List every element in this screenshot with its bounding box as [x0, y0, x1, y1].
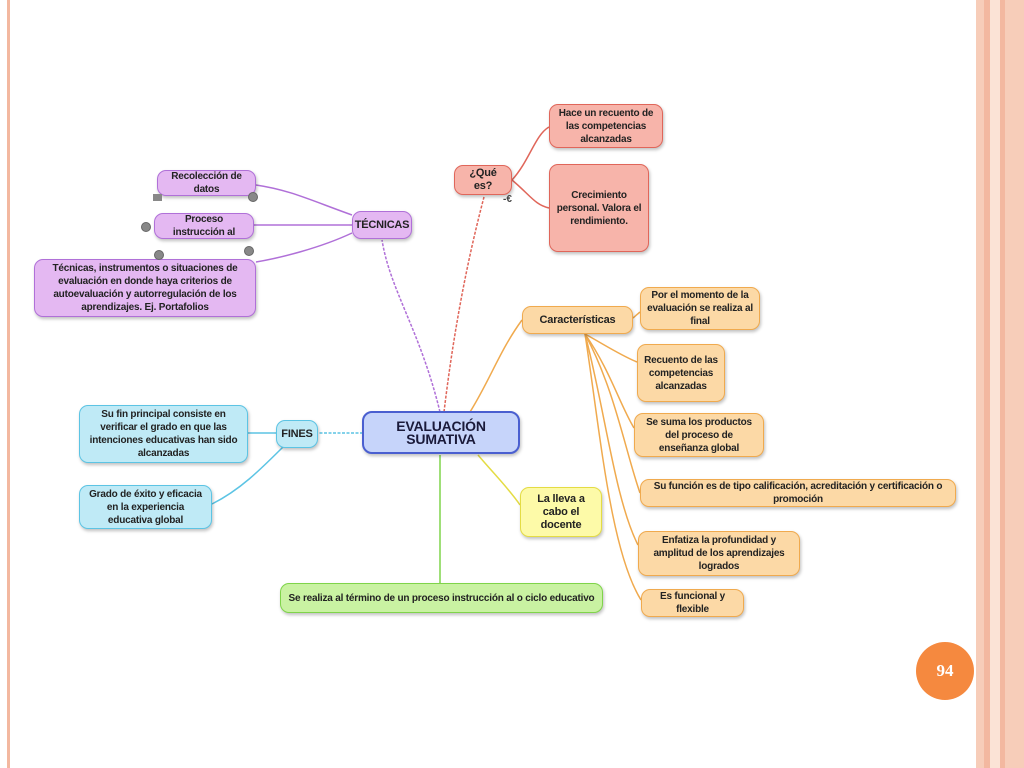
link-car-momento — [632, 311, 641, 319]
caracteristicas-item-recuento[interactable]: Recuento de las competencias alcanzadas — [637, 344, 725, 402]
bookmark-badge-icon[interactable] — [244, 246, 254, 256]
link-tecnicas-recoleccion — [255, 184, 353, 216]
fines-node[interactable]: FINES — [276, 420, 318, 448]
link-fines-grado — [211, 444, 286, 505]
que-es-label: ¿Qué es? — [469, 167, 497, 192]
caracteristicas-node[interactable]: Características — [522, 306, 633, 334]
tecnicas-item-label: Proceso instrucción al — [172, 214, 236, 238]
fines-item-grado[interactable]: Grado de éxito y eficacia en la experien… — [79, 485, 212, 529]
link-car-suma — [584, 333, 635, 429]
link-car-recuento — [584, 333, 638, 363]
tecnicas-item-recoleccion[interactable]: Recolección de datos — [157, 170, 256, 196]
link-central-tecnicas — [381, 239, 441, 413]
tecnicas-item-proceso[interactable]: Proceso instrucción al — [154, 213, 254, 239]
tecnicas-item-label: Técnicas, instrumentos o situaciones de … — [52, 263, 238, 313]
link-tecnicas-tecnicas-desc — [255, 232, 353, 263]
caracteristicas-item-label: Por el momento de la evaluación se reali… — [647, 290, 753, 327]
link-car-enfatiza — [584, 333, 639, 546]
que-es-item-crecimiento[interactable]: Crecimiento personal. Valora el rendimie… — [549, 164, 649, 252]
attachment-badge-icon[interactable] — [248, 192, 258, 202]
caracteristicas-label: Características — [539, 313, 616, 326]
caracteristicas-item-label: Es funcional y flexible — [660, 591, 725, 615]
caracteristicas-item-funcion[interactable]: Su función es de tipo calificación, acre… — [640, 479, 956, 507]
collapse-minus-icon[interactable] — [153, 194, 162, 201]
que-es-item-label: Crecimiento personal. Valora el rendimie… — [556, 189, 642, 227]
link-badge-icon[interactable] — [154, 250, 164, 260]
fines-item-label: Grado de éxito y eficacia en la experien… — [89, 488, 202, 526]
que-es-node[interactable]: ¿Qué es? — [454, 165, 512, 195]
link-central-que-es — [443, 196, 485, 413]
caracteristicas-item-suma[interactable]: Se suma los productos del proceso de ens… — [634, 413, 764, 457]
page-number: 94 — [936, 661, 954, 680]
caracteristicas-item-funcional[interactable]: Es funcional y flexible — [641, 589, 744, 617]
central-label: EVALUACIÓN SUMATIVA — [396, 417, 486, 447]
caracteristicas-item-enfatiza[interactable]: Enfatiza la profundidad y amplitud de lo… — [638, 531, 800, 576]
fines-label: FINES — [281, 427, 313, 440]
slide-frame-right-stripes — [976, 0, 1024, 768]
link-central-docente — [477, 454, 521, 506]
docente-label: La lleva a cabo el docente — [537, 492, 585, 531]
page-number-badge: 94 — [916, 642, 974, 700]
tecnicas-item-tecnicas[interactable]: Técnicas, instrumentos o situaciones de … — [34, 259, 256, 317]
fines-item-label: Su fin principal consiste en verificar e… — [89, 409, 238, 459]
link-central-caracteristicas — [469, 319, 523, 413]
caracteristicas-item-label: Su función es de tipo calificación, acre… — [653, 481, 943, 505]
central-node[interactable]: EVALUACIÓN SUMATIVA — [362, 411, 520, 454]
termino-label: Se realiza al término de un proceso inst… — [288, 592, 595, 604]
caracteristicas-item-label: Se suma los productos del proceso de ens… — [646, 416, 752, 454]
add-plus-icon[interactable] — [141, 222, 151, 232]
fines-item-fin[interactable]: Su fin principal consiste en verificar e… — [79, 405, 248, 463]
tecnicas-node[interactable]: TÉCNICAS — [352, 211, 412, 239]
tecnicas-item-label: Recolección de datos — [171, 171, 242, 195]
termino-node[interactable]: Se realiza al término de un proceso inst… — [280, 583, 603, 613]
link-car-funcional — [584, 333, 642, 601]
docente-node[interactable]: La lleva a cabo el docente — [520, 487, 602, 537]
caracteristicas-item-label: Recuento de las competencias alcanzadas — [644, 354, 718, 392]
link-que-es-crecimiento — [511, 179, 550, 209]
slide-frame-left — [7, 0, 10, 768]
caracteristicas-item-label: Enfatiza la profundidad y amplitud de lo… — [653, 535, 785, 572]
que-es-item-label: Hace un recuento de las competencias alc… — [558, 107, 654, 145]
link-car-funcion — [584, 333, 641, 494]
tecnicas-label: TÉCNICAS — [354, 218, 410, 231]
caracteristicas-item-momento[interactable]: Por el momento de la evaluación se reali… — [640, 287, 760, 330]
link-que-es-recuento — [511, 126, 550, 181]
que-es-item-recuento[interactable]: Hace un recuento de las competencias alc… — [549, 104, 663, 148]
que-es-marker: -€ — [503, 194, 512, 205]
